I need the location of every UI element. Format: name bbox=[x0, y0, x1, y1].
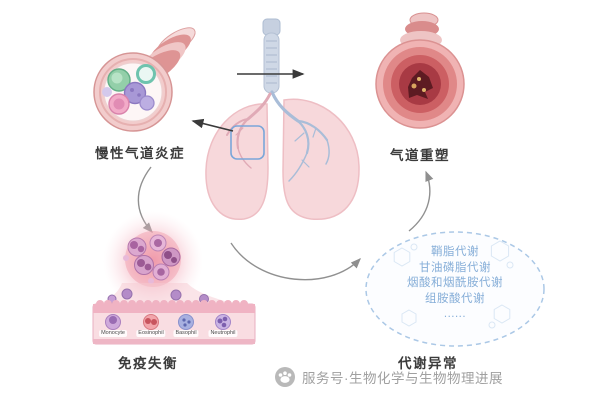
lavender-cell bbox=[102, 87, 112, 97]
purple-cell-dot bbox=[130, 88, 134, 92]
trachea bbox=[263, 32, 280, 94]
metabolism-item: 鞘脂代谢 bbox=[431, 246, 479, 258]
neutrophil-lobe bbox=[222, 316, 228, 322]
cell-label-basophil: Basophil bbox=[173, 330, 199, 337]
metabolism-item: 烟酸和烟酰胺代谢 bbox=[407, 277, 503, 289]
basophil-cell bbox=[178, 314, 194, 330]
eosinophil-lobe bbox=[151, 319, 157, 325]
right-lung bbox=[282, 98, 360, 220]
right-bronchial-tree bbox=[270, 90, 330, 182]
pink-cell-nucleus bbox=[113, 98, 125, 110]
inflamed-airway-illustration bbox=[93, 27, 196, 132]
label-airway-remodeling: 气道重塑 bbox=[390, 148, 450, 163]
eosinophil-lobe bbox=[145, 318, 151, 324]
teal-ring-cell bbox=[136, 64, 156, 84]
migrating-cell bbox=[170, 289, 182, 301]
cycle-arrow-bottom bbox=[230, 242, 361, 281]
inflammatory-cells bbox=[123, 234, 181, 284]
remodeled-airway-illustration bbox=[375, 12, 465, 129]
metabolism-ellipse bbox=[365, 231, 545, 347]
cycle-arrow-right bbox=[408, 170, 434, 232]
monocyte-nucleus bbox=[109, 316, 117, 324]
neutrophil-lobe bbox=[217, 318, 223, 324]
cell-label-neutrophil: Neutrophil bbox=[208, 330, 238, 337]
basophil-granule bbox=[182, 318, 186, 322]
metabolism-item: ...... bbox=[443, 308, 467, 320]
mucus-dot bbox=[422, 88, 426, 92]
wechat-logo-icon bbox=[275, 367, 295, 387]
cell-label-eosinophil: Eosinophil bbox=[136, 330, 166, 337]
violet-cell bbox=[139, 95, 155, 111]
migrating-cell bbox=[121, 288, 133, 300]
arrow-to-inflammation bbox=[191, 118, 234, 132]
label-chronic-inflammation: 慢性气道炎症 bbox=[95, 146, 185, 161]
metabolism-item: 组胺酸代谢 bbox=[425, 292, 485, 305]
label-metabolic-abnormality: 代谢异常 bbox=[398, 356, 458, 371]
tissue-strip bbox=[92, 300, 256, 345]
left-lung bbox=[205, 103, 269, 220]
neutrophil-lobe bbox=[221, 322, 227, 328]
metabolism-list: 鞘脂代谢 甘油磷脂代谢 烟酸和烟酰胺代谢 组胺酸代谢 ...... bbox=[367, 245, 543, 323]
lungs-illustration bbox=[205, 18, 360, 220]
trachea-rings bbox=[266, 40, 277, 84]
cell-label-monocyte: Monocyte bbox=[99, 330, 127, 337]
narrowed-lumen bbox=[408, 70, 433, 99]
epithelium-bumps bbox=[96, 300, 248, 304]
mucus-dot bbox=[417, 77, 421, 81]
mucus-dot bbox=[411, 83, 417, 89]
highlight-box bbox=[230, 125, 265, 160]
immune-cells-illustration bbox=[92, 211, 256, 345]
purple-cell bbox=[123, 81, 147, 105]
basophil-granule bbox=[187, 320, 191, 324]
label-immune-imbalance: 免疫失衡 bbox=[118, 356, 178, 371]
purple-cell-dot bbox=[137, 93, 141, 97]
metabolism-item: 甘油磷脂代谢 bbox=[419, 261, 491, 274]
molecule-decorations bbox=[393, 240, 514, 329]
green-cell-core bbox=[111, 72, 123, 84]
watermark-text: 服务号·生物化学与生物物理进展 bbox=[302, 371, 503, 386]
basophil-granule bbox=[183, 323, 187, 327]
watermark: 服务号·生物化学与生物物理进展 bbox=[274, 366, 503, 388]
